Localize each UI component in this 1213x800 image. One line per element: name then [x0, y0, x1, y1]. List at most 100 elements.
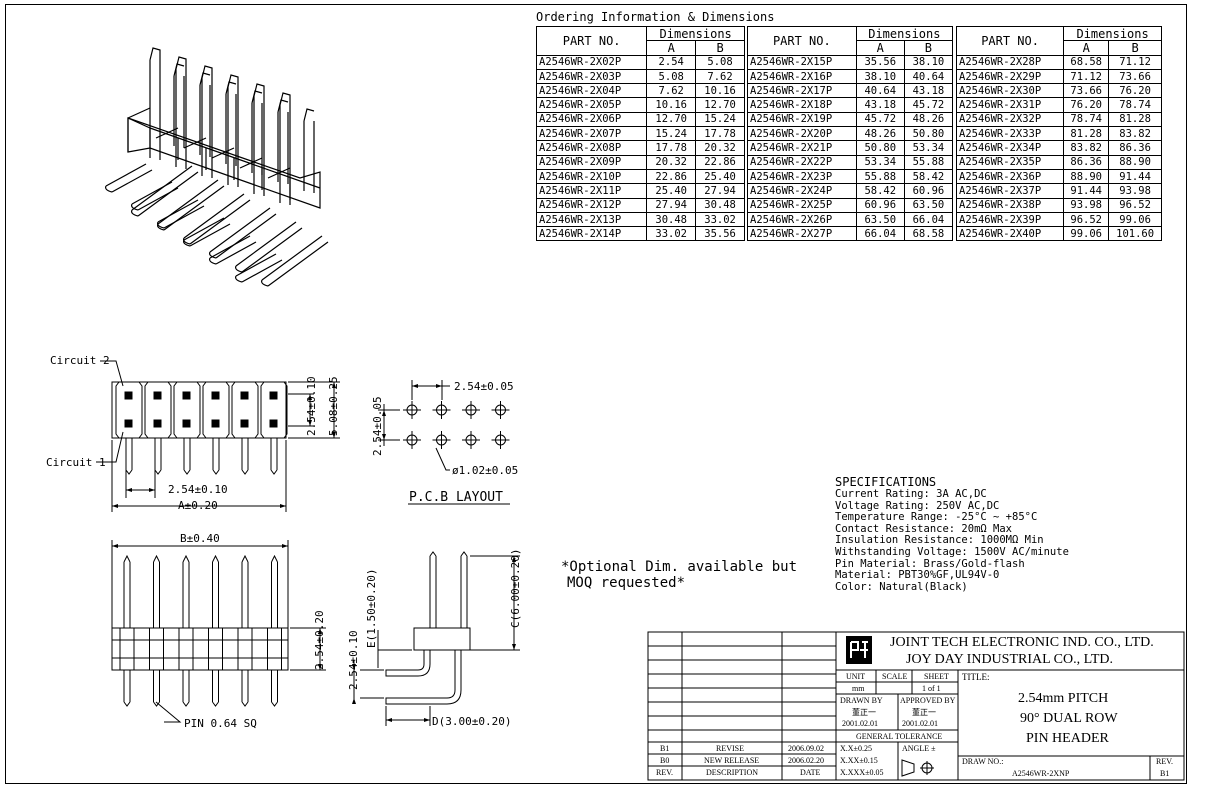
dim-a: A±0.20 [178, 499, 218, 512]
approved-label: APPROVED BY [900, 696, 956, 705]
top-pin-block [115, 381, 143, 439]
front-pin-housing-cell [267, 627, 282, 671]
top-pin-square [240, 419, 249, 428]
front-pin-lower [212, 670, 219, 707]
tolerance-label: GENERAL TOLERANCE [856, 732, 943, 741]
rev-row-2-date: 2006.02.20 [788, 756, 824, 765]
isometric-view [105, 47, 329, 287]
dim-a-cell: 68.58 [1063, 54, 1110, 70]
dim-b-cell: 60.96 [903, 183, 954, 199]
company-logo-icon [846, 636, 872, 664]
dim-a-cell: 66.04 [855, 226, 905, 242]
part-number-cell: A2546WR-2X23P [747, 168, 857, 185]
part-number-cell: A2546WR-2X38P [955, 197, 1065, 213]
rev-header-desc: DESCRIPTION [706, 768, 759, 777]
part-number-cell: A2546WR-2X36P [955, 168, 1065, 185]
dim-a-cell: 60.96 [855, 197, 905, 213]
rev-label: REV. [1156, 757, 1173, 766]
part-number-cell: A2546WR-2X27P [747, 226, 857, 242]
part-number-cell: A2546WR-2X39P [955, 211, 1065, 228]
dim-b-cell: 68.58 [903, 226, 954, 242]
front-pin-housing-cell [119, 627, 135, 671]
top-pin-block [260, 381, 288, 439]
dim-b-cell: 93.98 [1108, 183, 1162, 199]
dim-b-cell: 40.64 [903, 68, 954, 85]
front-pin-housing-cell [208, 627, 223, 671]
top-pin-block [173, 381, 201, 439]
part-number-cell: A2546WR-2X30P [955, 83, 1065, 99]
dim-b: B±0.40 [180, 532, 220, 545]
top-pin-lead [154, 438, 162, 475]
top-pin-square [269, 391, 278, 400]
part-number-cell: A2546WR-2X26P [747, 211, 857, 228]
part-number-cell: A2546WR-2X02P [535, 54, 648, 70]
top-pin-square [153, 419, 162, 428]
title-block-grid [647, 631, 1185, 781]
tol-2: X.XX±0.15 [840, 756, 878, 765]
iso-pin-upper [227, 74, 239, 187]
optional-note-line1: *Optional Dim. available but [561, 559, 798, 575]
dim-b-cell: 17.78 [695, 126, 745, 142]
dim-a-cell: 48.26 [855, 126, 905, 142]
spec-line: Color: Natural(Black) [835, 580, 968, 593]
spec-line: Temperature Range: -25°C ~ +85°C [835, 511, 1038, 524]
unit-label: UNIT [846, 672, 866, 681]
rev-row-2-desc: NEW RELEASE [704, 756, 760, 765]
top-pin-square [124, 391, 133, 400]
front-pin-upper [123, 554, 131, 628]
iso-pin-upper [253, 83, 265, 196]
dim-b-cell: 27.94 [695, 183, 745, 199]
dim-b-cell: 81.28 [1108, 111, 1162, 128]
iso-pin-lower [209, 235, 257, 265]
circuit2-label: Circuit 2 [50, 354, 110, 367]
pcb-layout-title: P.C.B LAYOUT [409, 490, 503, 505]
dim-a-cell: 7.62 [646, 83, 697, 99]
drawno: A2546WR-2XNP [1012, 769, 1070, 778]
pcb-hole-crosshair [491, 431, 510, 449]
pcb-hole-crosshair [403, 401, 421, 419]
rev-row-1-date: 2006.09.02 [788, 744, 824, 753]
iso-pin-lower [261, 235, 329, 287]
dim-b-cell: 101.60 [1108, 226, 1162, 242]
title-line-2: 90° DUAL ROW [1020, 711, 1118, 726]
front-pin-upper [241, 554, 249, 628]
front-pin-lower [182, 670, 190, 707]
projection-symbol-icon [901, 759, 934, 777]
part-number-cell: A2546WR-2X34P [955, 140, 1065, 156]
ordering-heading: Ordering Information & Dimensions [536, 10, 775, 24]
title-line-3: PIN HEADER [1026, 731, 1109, 746]
rev-value: B1 [1160, 769, 1170, 778]
front-pin-upper [153, 554, 160, 628]
pcb-layout [378, 380, 510, 505]
specs-title: SPECIFICATIONS [835, 475, 937, 489]
dim-a-cell: 93.98 [1063, 197, 1110, 213]
dim-a-cell: 53.34 [855, 154, 905, 170]
iso-pin-upper [175, 56, 187, 169]
front-pin-lower [241, 670, 249, 707]
iso-pin-lower [131, 181, 179, 211]
dim-b-cell: 35.56 [695, 226, 745, 242]
top-pin-square [124, 419, 133, 428]
dim-b-cell: 88.90 [1108, 154, 1162, 170]
pcb-hole-crosshair [462, 401, 480, 419]
drawn-by-label: DRAWN BY [840, 696, 883, 705]
part-number-cell: A2546WR-2X20P [747, 126, 857, 142]
dim-b-cell: 58.42 [903, 168, 954, 185]
iso-pin-lower [105, 163, 153, 193]
approved-by: 董正一 [912, 708, 936, 717]
front-view [111, 540, 326, 723]
rev-header-date: DATE [800, 768, 821, 777]
